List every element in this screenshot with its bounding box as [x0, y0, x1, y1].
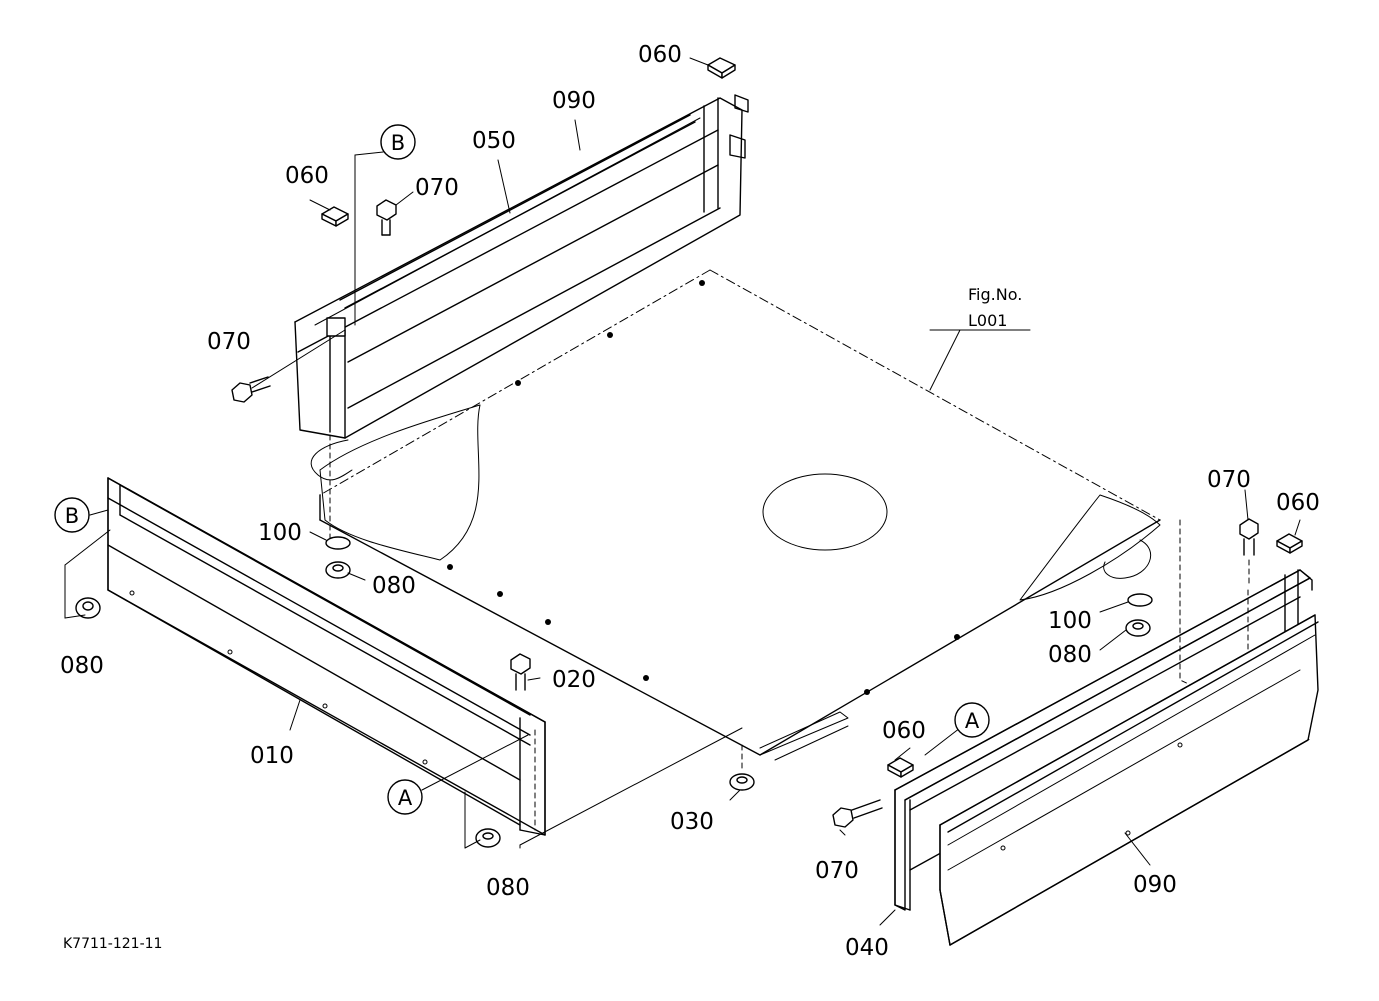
label-100-left: 100: [258, 520, 302, 546]
nut-080-left: [75, 597, 101, 619]
bolt-070-d: [832, 799, 883, 828]
label-080-left: 080: [60, 653, 104, 679]
ref-circle-a-left: A: [387, 779, 423, 815]
label-060-right: 060: [1276, 490, 1320, 516]
fig-number: L001: [968, 311, 1007, 330]
drawing-code: K7711-121-11: [63, 936, 162, 952]
clip-060-top: [707, 57, 736, 79]
label-090-top: 090: [552, 88, 596, 114]
bolt-070-a: [376, 199, 397, 236]
label-060-left: 060: [285, 163, 329, 189]
label-080-right: 080: [1048, 642, 1092, 668]
label-030: 030: [670, 809, 714, 835]
label-100-right: 100: [1048, 608, 1092, 634]
label-090-bottom: 090: [1133, 872, 1177, 898]
fig-label: Fig.No.: [968, 285, 1022, 304]
ref-a-left-text: A: [398, 786, 413, 810]
label-010: 010: [250, 743, 294, 769]
bolt-070-c: [1239, 518, 1259, 586]
label-070-c: 070: [1207, 467, 1251, 493]
leader-lines: [64, 57, 1301, 926]
label-070-a: 070: [415, 175, 459, 201]
label-050: 050: [472, 128, 516, 154]
clip-060-bottom: [887, 757, 914, 778]
ref-b-left-text: B: [65, 504, 79, 528]
label-040: 040: [845, 935, 889, 961]
rod-090-lower: [939, 614, 1319, 946]
side-gate-010: [107, 477, 546, 836]
label-070-d: 070: [815, 858, 859, 884]
label-060-top: 060: [638, 42, 682, 68]
ref-circle-b-top: B: [380, 124, 416, 160]
clip-060-right: [1276, 533, 1303, 554]
floor-plate: [310, 269, 1161, 761]
nut-080-lower: [475, 828, 501, 848]
washer-100-right: [1127, 593, 1153, 607]
ref-b-top-text: B: [391, 131, 405, 155]
label-060-bottom: 060: [882, 718, 926, 744]
ref-circle-a-right: A: [954, 702, 990, 738]
bolt-070-b: [231, 376, 271, 403]
ref-circle-b-left: B: [54, 497, 90, 533]
label-020: 020: [552, 667, 596, 693]
bolt-020: [510, 653, 531, 691]
nut-080-mid: [325, 561, 351, 579]
label-080-mid: 080: [372, 573, 416, 599]
rear-gate-050: [294, 94, 749, 546]
label-080-lower: 080: [486, 875, 530, 901]
nut-030: [729, 744, 755, 791]
washer-100-left: [325, 536, 351, 550]
ref-a-right-text: A: [965, 709, 980, 733]
rod-090-upper: [339, 114, 696, 309]
nut-080-right: [1125, 619, 1151, 637]
clip-060-left: [321, 206, 349, 227]
label-070-b: 070: [207, 329, 251, 355]
